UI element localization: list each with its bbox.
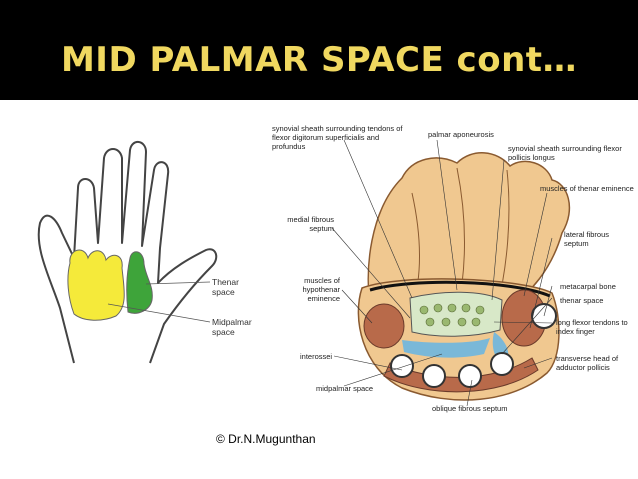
leader-lines [331,139,553,407]
tendon [441,317,451,327]
palmar-aponeurosis [369,280,551,298]
label-adductor: transverse head of adductor pollicis [556,354,619,372]
thenar-space-label: Thenar space [212,277,239,297]
tendon [447,303,457,313]
label-synovial-sheath-fpl: synovial sheath surrounding flexor polli… [508,144,622,162]
tendon [433,303,443,313]
midpalmar-space-region [402,338,490,358]
label-lateral-septum: lateral fibrous septum [564,230,610,248]
tendon [425,317,435,327]
label-interossei: interossei [300,352,333,361]
label-synovial-sheath-fds: synovial sheath surrounding tendons of f… [272,124,403,151]
label-hypothenar-muscles: muscles of hypothenar eminence [302,276,340,303]
label-long-flexor: long flexor tendons to index finger [556,318,628,336]
tendon [419,305,429,315]
label-thenar-muscles: muscles of thenar eminence [540,184,634,193]
slide-title: MID PALMAR SPACE cont… [60,40,578,80]
metacarpal-bone [490,352,514,376]
label-metacarpal-bone: metacarpal bone [560,282,616,291]
tendon [471,317,481,327]
hand-outline [37,141,218,364]
thenar-leader [145,281,211,285]
tendon-sheath [409,291,503,337]
copyright-credit: © Dr.N.Mugunthan [216,432,316,446]
cross-section-diagram [331,139,571,407]
title-bar [0,0,638,100]
metacarpal-bone [458,364,482,388]
hand-diagram [37,141,218,364]
label-medial-septum: medial fibrous septum [287,215,334,233]
label-thenar-space: thenar space [560,296,604,305]
label-midpalmar-space: midpalmar space [316,384,374,393]
midpalmar-region [67,249,125,321]
tendon [457,317,467,327]
tendon [461,303,471,313]
midpalmar-leader [107,303,211,323]
midpalmar-space-label: Midpalmar space [212,317,252,337]
thenar-region [126,251,153,314]
tendon [475,305,485,315]
hypothenar-muscle [363,303,405,349]
label-palmar-aponeurosis: palmar aponeurosis [428,130,494,139]
metacarpal-bone [390,354,414,378]
metacarpal-bone [422,364,446,388]
label-oblique-septum: oblique fibrous septum [432,404,508,413]
